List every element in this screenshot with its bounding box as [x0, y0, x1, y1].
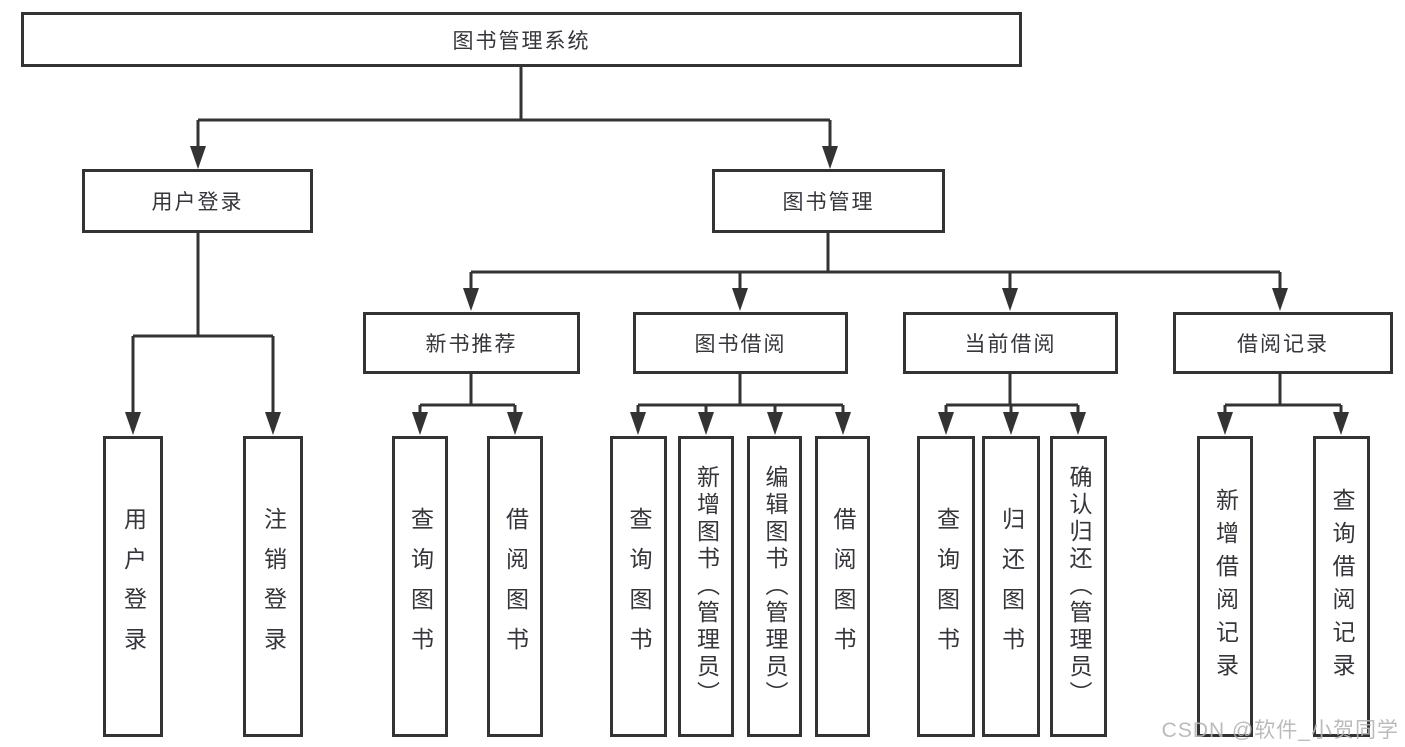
leaf-label: 注销登录 [260, 506, 287, 667]
leaf-return-book: 归还图书 [982, 436, 1040, 737]
leaf-label: 查询图书 [933, 506, 960, 667]
node-book-management: 图书管理 [712, 169, 945, 233]
leaf-label: 新增图书（管理员） [693, 465, 720, 708]
node-label: 新书推荐 [425, 333, 518, 356]
node-label: 借阅记录 [1237, 333, 1329, 356]
node-borrow-records: 借阅记录 [1173, 312, 1393, 374]
node-library-management-system: 图书管理系统 [21, 12, 1022, 67]
node-label: 当前借阅 [964, 333, 1057, 356]
tree-edges [131, 67, 1343, 415]
arrowheads [125, 146, 1349, 435]
leaf-query-books: 查询图书 [392, 436, 448, 737]
leaf-label: 查询图书 [626, 506, 652, 667]
leaf-user-login: 用户登录 [103, 436, 163, 737]
leaf-label: 查询借阅记录 [1329, 487, 1355, 686]
leaf-confirm-return-admin: 确认归还（管理员） [1050, 436, 1107, 737]
node-label: 图书管理系统 [452, 29, 591, 53]
node-current-borrow: 当前借阅 [903, 312, 1118, 374]
node-user-login: 用户登录 [82, 169, 313, 233]
node-book-borrow: 图书借阅 [633, 312, 848, 374]
leaf-add-borrow-record: 新增借阅记录 [1197, 436, 1253, 737]
leaf-query-borrow-record: 查询借阅记录 [1313, 436, 1370, 737]
leaf-label: 借阅图书 [502, 506, 529, 667]
leaf-edit-book-admin: 编辑图书（管理员） [747, 436, 802, 737]
leaf-label: 编辑图书（管理员） [762, 465, 788, 708]
leaf-label: 新增借阅记录 [1212, 487, 1239, 686]
leaf-label: 用户登录 [120, 506, 147, 667]
leaf-query-books: 查询图书 [610, 436, 667, 737]
leaf-borrow-books: 借阅图书 [487, 436, 543, 737]
node-new-book-recommend: 新书推荐 [363, 312, 580, 374]
leaf-query-books: 查询图书 [917, 436, 975, 737]
leaf-borrow-books: 借阅图书 [815, 436, 870, 737]
node-label: 用户登录 [151, 191, 244, 214]
csdn-watermark: CSDN @软件_小贺同学 [1161, 719, 1399, 742]
leaf-label: 借阅图书 [830, 506, 856, 667]
node-label: 图书管理 [782, 191, 875, 214]
node-label: 图书借阅 [694, 333, 787, 356]
leaf-label: 查询图书 [407, 506, 434, 667]
leaf-label: 确认归还（管理员） [1066, 465, 1092, 708]
leaf-logout: 注销登录 [243, 436, 303, 737]
leaf-add-book-admin: 新增图书（管理员） [678, 436, 734, 737]
leaf-label: 归还图书 [998, 506, 1025, 667]
